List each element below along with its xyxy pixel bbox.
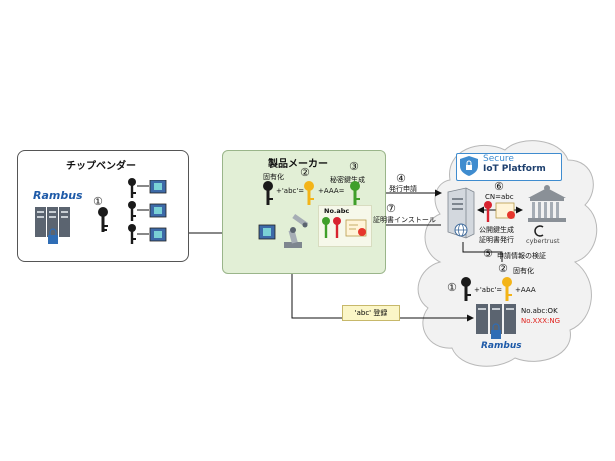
verify-label: 申請情報の検証 [497, 252, 546, 260]
cybertrust-label: cybertrust [526, 237, 560, 245]
key-icon [128, 224, 136, 244]
step-5: ⑤ [483, 247, 493, 260]
product-maker-title: 製品メーカー [268, 159, 328, 170]
key-icon [128, 201, 136, 221]
iot-platform-label: IoT Platform [483, 164, 546, 174]
maker-aaa-label: +AAA= [318, 187, 345, 195]
secure-label: Secure [483, 154, 514, 164]
rambus-server-icon [476, 304, 516, 339]
maker-step-2: ② [300, 166, 310, 179]
cybertrust-logo-icon [534, 225, 544, 237]
pubkey-label: 公開鍵生成 [479, 226, 514, 234]
cybertrust-building-icon [528, 185, 566, 222]
cloud-abc-label: +'abc'= [474, 286, 503, 294]
cert-issue-label: 証明書発行 [479, 236, 514, 244]
key-set-icons [322, 217, 367, 238]
cloud-step-2: ② [498, 262, 508, 275]
platform-key-cert-icons [484, 201, 515, 222]
cloud-aaa-label: +AAA [515, 286, 536, 294]
apply-label: 発行申請 [389, 185, 417, 193]
maker-abc-label: +'abc'= [276, 187, 305, 195]
maker-step-3: ③ [349, 160, 359, 173]
vendor-step-1: ① [93, 195, 103, 208]
maker-kotei-label: 固有化 [263, 173, 284, 181]
cloud-step-1: ① [447, 281, 457, 294]
key-icon [350, 181, 360, 205]
robot-arm-icon [284, 213, 309, 248]
chip-icon [258, 224, 276, 240]
key-icon [461, 277, 471, 301]
step-7: ⑦ [386, 202, 396, 215]
maker-himitsu-label: 秘密鍵生成 [330, 176, 365, 184]
key-icon [304, 181, 314, 205]
vendor-server-icon [35, 207, 70, 244]
chip-vendor-title: チップベンダー [66, 161, 136, 172]
key-icon [128, 178, 136, 198]
cloud-rambus-logo: Rambus [481, 341, 522, 351]
step-6: ⑥ [494, 180, 504, 193]
ok-label: No.abc:OK [521, 307, 558, 315]
cn-label: CN=abc [485, 193, 514, 201]
key-icon [98, 207, 108, 232]
cloud-kotei-label: 固有化 [513, 267, 534, 275]
key-icon [502, 277, 512, 301]
shield-lock-icon [460, 156, 478, 176]
key-icon [263, 181, 273, 205]
install-label: 証明書インストール [373, 216, 436, 224]
step-4: ④ [396, 172, 406, 185]
chip-icons [137, 180, 167, 242]
no-abc-title: No.abc [324, 207, 350, 215]
abc-register-tag: 'abc' 登録 [342, 305, 400, 321]
rambus-logo: Rambus [33, 189, 83, 202]
ng-label: No.XXX:NG [521, 317, 561, 325]
platform-server-icon [447, 187, 475, 239]
